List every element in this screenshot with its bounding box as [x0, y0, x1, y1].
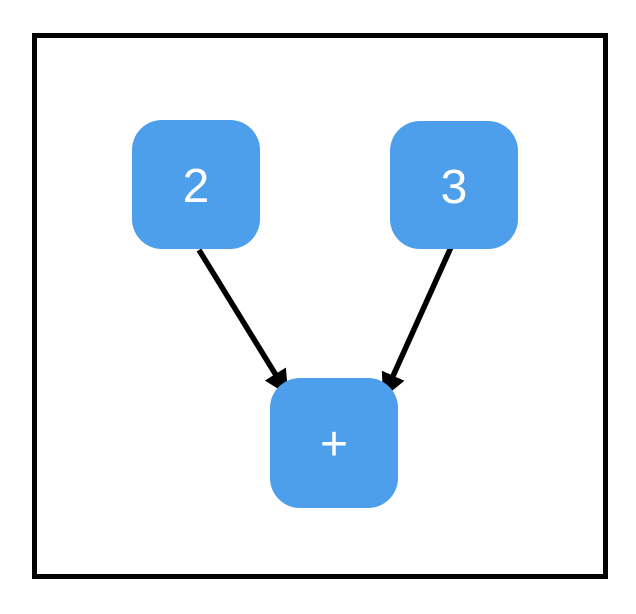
node-op-plus-label: + — [320, 418, 348, 471]
edge-2-to-plus — [196, 248, 290, 396]
node-input-3-label: 3 — [441, 161, 468, 214]
node-input-3-box — [390, 121, 518, 249]
node-input-2-box — [132, 120, 260, 249]
outer-frame — [32, 33, 608, 579]
node-input-2: 2 — [132, 120, 260, 249]
edge-3-to-plus — [381, 243, 455, 399]
node-input-2-label: 2 — [183, 160, 210, 213]
node-op-plus: + — [270, 378, 398, 508]
node-op-plus-box — [270, 378, 398, 508]
node-input-3: 3 — [390, 121, 518, 249]
